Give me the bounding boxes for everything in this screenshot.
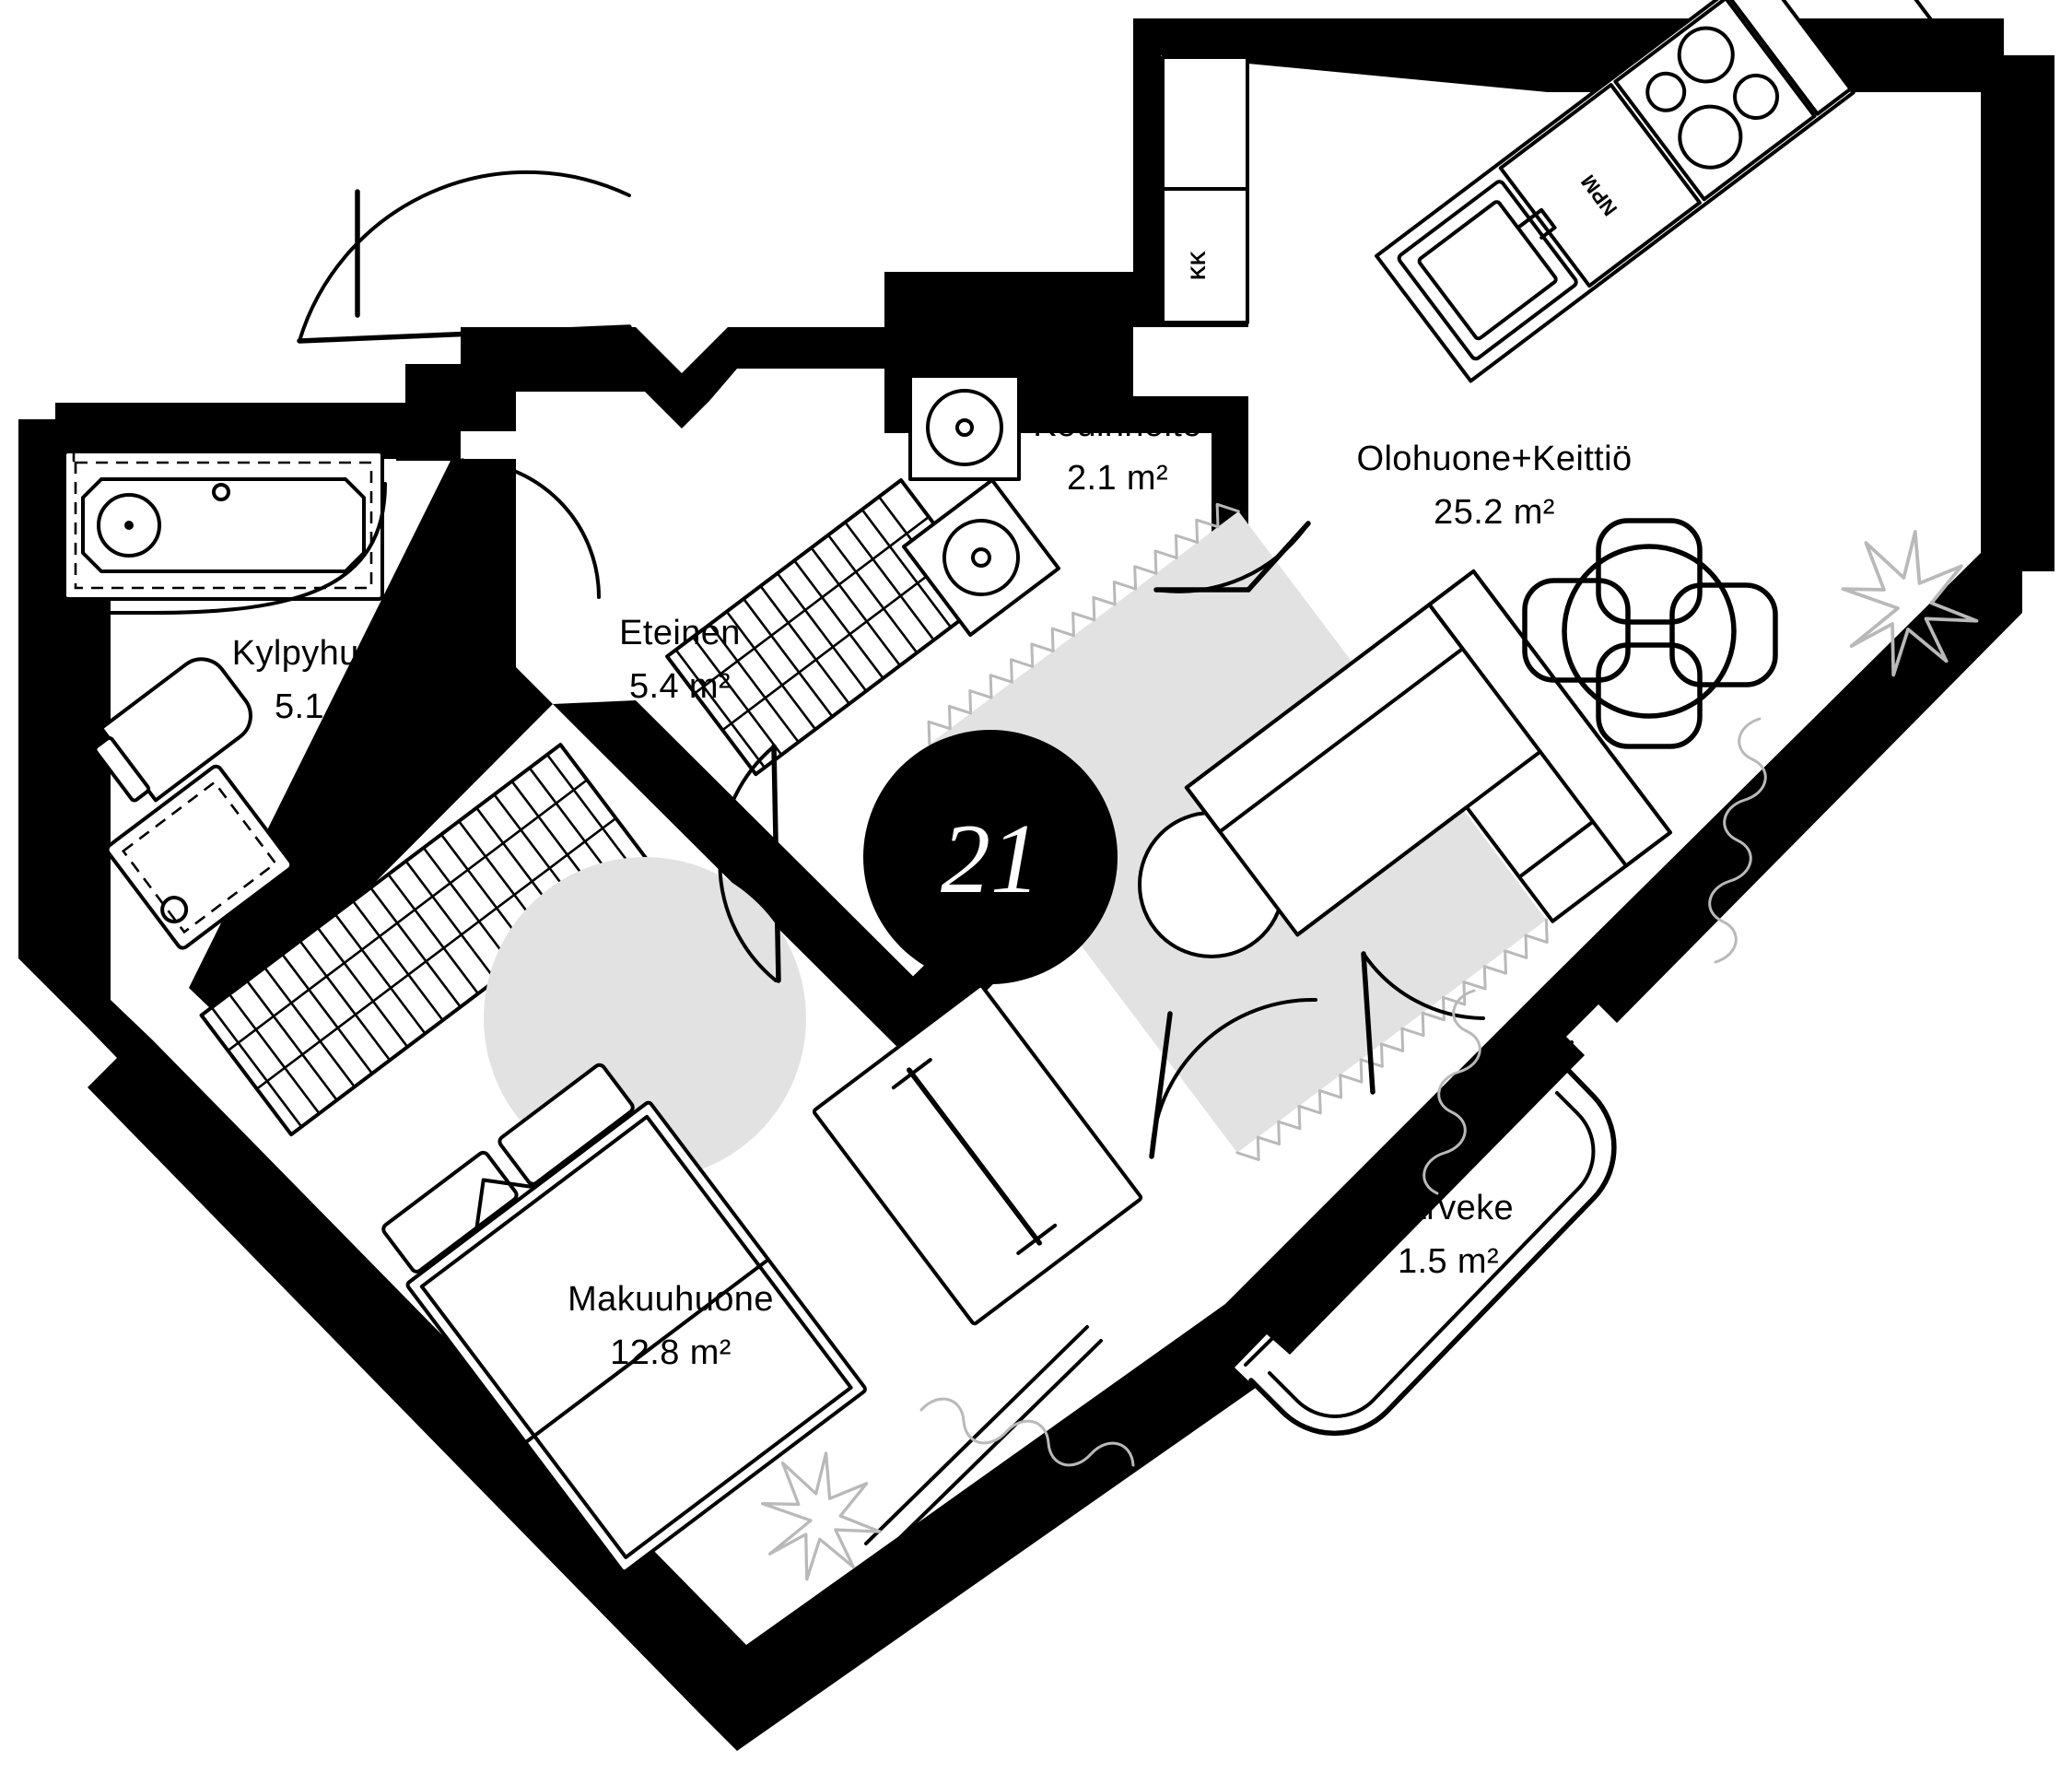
- washbasin-icon: [105, 764, 294, 950]
- label-balcony: Parveke 1.5 m²: [1383, 1189, 1514, 1281]
- dining-chair-n: [1596, 518, 1703, 625]
- utility-appliances: [901, 374, 1061, 638]
- plant-bedroom: [760, 1451, 882, 1581]
- balcony-railing-outer: [1248, 1063, 1617, 1437]
- curtain-bedroom: [919, 1397, 1135, 1467]
- doors: [297, 170, 1485, 1159]
- balcony: [1229, 1026, 1617, 1437]
- balcony-railing-inner: [1268, 1091, 1596, 1418]
- bathroom-door-jamb: [396, 403, 461, 461]
- dishwasher-unit: [1498, 83, 1702, 288]
- window-bedroom-s: [864, 1325, 1103, 1559]
- room-labels: Kylpyhuone 5.1 m² Eteinen 5.4 m² Kodinho…: [232, 405, 1632, 1372]
- bathroom-hall-partition: [189, 459, 553, 1027]
- window-living-ne: [1749, 579, 1978, 813]
- shower-curtain-arc: [150, 482, 387, 615]
- curtain-living-ne: [1708, 717, 1767, 964]
- label-bedroom: Makuuhuone 12.8 m²: [568, 1280, 774, 1372]
- fridge-freezer-unit: KK: [1161, 55, 1249, 324]
- rug-fringe-top: [927, 502, 1240, 746]
- apartment-number-badge: 21: [863, 730, 1118, 984]
- stove-top: [1613, 0, 1817, 202]
- badge-circle: [863, 730, 1118, 984]
- bathroom-door: [460, 458, 601, 600]
- living-room-furniture: [927, 502, 1778, 1161]
- bathtub-icon: [63, 447, 384, 601]
- dining-chair-e: [1669, 582, 1778, 687]
- wall-structure: [18, 18, 2054, 1751]
- label-hall-area: 5.4 m²: [629, 667, 731, 706]
- washing-machine-2: [901, 477, 1061, 638]
- exterior-walls: [18, 18, 2054, 1751]
- bed-mattress: [405, 1100, 867, 1574]
- plant-living: [1841, 530, 1979, 677]
- dining-chair-s: [1596, 642, 1703, 749]
- label-living-name: Olohuone+Keittiö: [1356, 440, 1632, 478]
- hall-bedroom-partition: [553, 700, 977, 1080]
- curtain-living-e: [1422, 989, 1481, 1195]
- sink-basin: [1397, 180, 1578, 361]
- decor: [760, 530, 1979, 1581]
- label-bedroom-area: 12.8 m²: [610, 1333, 732, 1372]
- balcony-door: [1149, 997, 1317, 1159]
- entry-door: [297, 170, 632, 344]
- sofa-seat-divider: [1295, 749, 1542, 937]
- living-hall-door: [1361, 951, 1485, 1095]
- sofa-arm-right: [1427, 569, 1673, 868]
- kk-label: KK: [1187, 251, 1210, 280]
- label-bedroom-name: Makuuhuone: [568, 1280, 774, 1319]
- label-living-area: 25.2 m²: [1434, 493, 1555, 532]
- bed-duvet-fold: [523, 1257, 770, 1445]
- rug-fringe-bottom: [1235, 918, 1549, 1161]
- label-utility-area: 2.1 m²: [1067, 459, 1168, 498]
- label-utility: Kodinhoito 2.1 m²: [1033, 405, 1202, 498]
- bedroom-furniture: [381, 857, 867, 1574]
- hall-console: [812, 983, 1143, 1326]
- bathroom-fixtures: [63, 447, 387, 950]
- windows: [864, 579, 1978, 1559]
- label-bathroom-name: Kylpyhuone: [232, 634, 419, 673]
- hall-furniture: [812, 983, 1143, 1326]
- label-bathroom: Kylpyhuone 5.1 m²: [232, 634, 419, 726]
- apartment-number: 21: [941, 804, 1040, 914]
- label-hall-name: Eteinen: [619, 614, 741, 652]
- label-living: Olohuone+Keittiö 25.2 m²: [1356, 440, 1632, 532]
- bed-pillow-2: [498, 1063, 635, 1186]
- label-bathroom-area: 5.1 m²: [275, 687, 376, 726]
- toilet-icon: [93, 657, 252, 803]
- kitchen-counter: [1375, 0, 1855, 383]
- window-living-e: [1551, 897, 1669, 1016]
- dining-table: [1562, 544, 1737, 719]
- label-balcony-name: Parveke: [1383, 1189, 1514, 1227]
- label-utility-name: Kodinhoito: [1033, 405, 1202, 444]
- kitchen: KK NPM: [1161, 0, 1937, 383]
- bedroom-wardrobe: [199, 743, 652, 1137]
- balcony-threshold: [1229, 1026, 1574, 1367]
- label-hall: Eteinen 5.4 m²: [619, 614, 741, 706]
- bedroom-door: [718, 744, 781, 983]
- label-balcony-area: 1.5 m²: [1398, 1242, 1499, 1281]
- dining-chair-w: [1522, 578, 1631, 683]
- dining-set: [1522, 518, 1778, 749]
- sofa-chaise-end: [1517, 819, 1595, 879]
- utility-door: [1153, 521, 1311, 593]
